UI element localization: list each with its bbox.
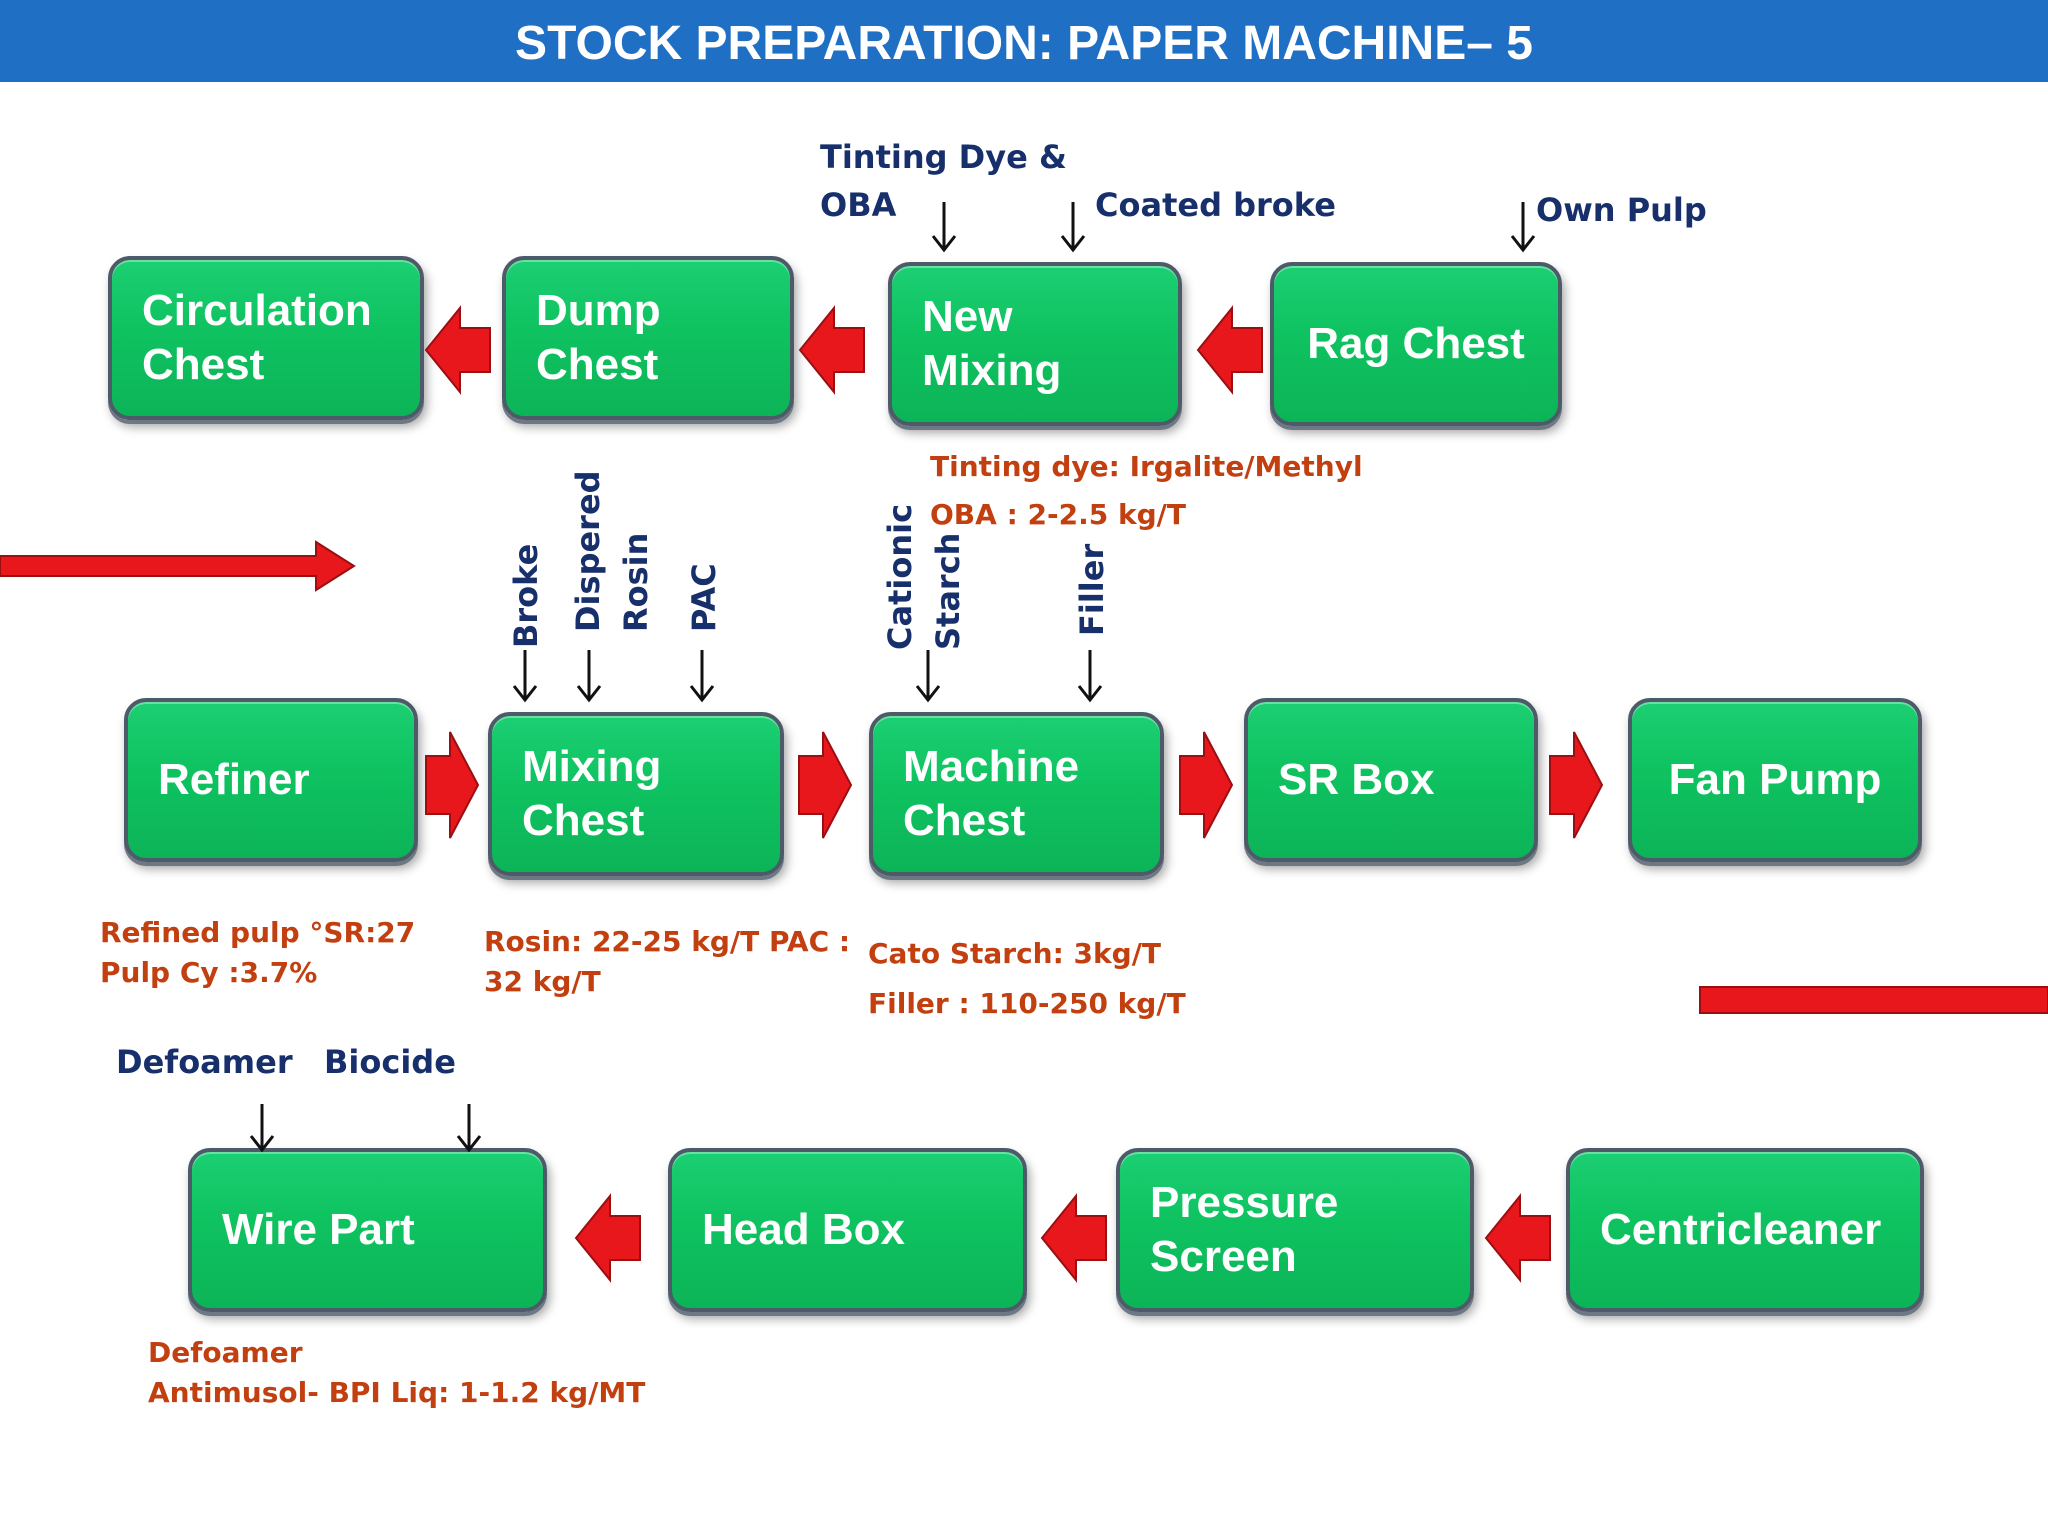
wire-part-note: Defoamer Antimusol- BPI Liq: 1-1.2 kg/MT [148,1336,646,1409]
row-connector-bar-icon [1699,986,2048,1014]
flow-arrow-right-4-icon [1549,731,1604,839]
rosin-label: Rosin [617,532,655,632]
down-arrow-filler-icon [1077,650,1103,703]
flow-arrow-right-3-icon [1179,731,1234,839]
own-pulp-label: Own Pulp [1536,191,1707,229]
circulation-chest-label: Circulation Chest [142,286,372,389]
centricleaner-label: Centricleaner [1600,1205,1882,1254]
starch-label: Starch [929,532,967,650]
wire-part-label: Wire Part [222,1205,415,1254]
flow-arrow-left-2-icon [798,305,865,395]
tinting-dye-oba-label: Tinting Dye & OBA [820,138,1067,224]
down-arrow-tinting-icon [931,202,957,253]
mixing-chest-note: Rosin: 22-25 kg/T PAC : 32 kg/T [484,925,851,998]
down-arrow-cationic-starch-icon [915,650,941,703]
head-box-box: Head Box [668,1148,1027,1312]
down-arrow-pac-icon [689,650,715,703]
refiner-label: Refiner [158,755,310,804]
down-arrow-biocide-icon [456,1104,482,1153]
machine-chest-note: Cato Starch: 3kg/T Filler : 110-250 kg/T [868,937,1186,1020]
centricleaner-box: Centricleaner [1566,1148,1924,1312]
dispered-label: Dispered [569,470,607,632]
refiner-box: Refiner [124,698,418,862]
new-mixing-box: New Mixing [888,262,1182,426]
head-box-label: Head Box [702,1205,905,1254]
new-mixing-note: Tinting dye: Irgalite/Methyl OBA : 2-2.5… [930,450,1363,531]
circulation-chest-box: Circulation Chest [108,256,424,420]
sr-box-label: SR Box [1278,755,1435,804]
pressure-screen-label: Pressure Screen [1150,1178,1339,1281]
down-arrow-broke-icon [512,650,538,703]
coated-broke-label: Coated broke [1095,186,1336,224]
mixing-chest-box: Mixing Chest [488,712,784,876]
refiner-note: Refined pulp °SR:27 Pulp Cy :3.7% [100,916,416,989]
cationic-label: Cationic [881,503,919,650]
machine-chest-label: Machine Chest [903,742,1080,845]
filler-label: Filler [1073,543,1111,636]
flow-arrow-left-5-icon [1040,1193,1107,1283]
mixing-chest-label: Mixing Chest [522,742,662,845]
dump-chest-box: Dump Chest [502,256,794,420]
title-bar [0,0,2048,82]
machine-chest-box: Machine Chest [869,712,1164,876]
sr-box-box: SR Box [1244,698,1538,862]
down-arrow-own-pulp-icon [1510,202,1536,253]
biocide-label: Biocide [324,1043,456,1081]
down-arrow-dispered-rosin-icon [576,650,602,703]
rag-chest-label: Rag Chest [1307,319,1525,368]
row-connector-arrow-right-icon [0,540,356,592]
fan-pump-box: Fan Pump [1628,698,1922,862]
flow-arrow-right-2-icon [798,731,853,839]
fan-pump-label: Fan Pump [1668,755,1882,804]
flow-arrow-right-1-icon [425,731,480,839]
page-title: STOCK PREPARATION: PAPER MACHINE– 5 [515,17,1533,70]
dump-chest-label: Dump Chest [536,286,661,389]
flow-arrow-left-4-icon [574,1193,641,1283]
flow-arrow-left-1-icon [424,305,491,395]
pressure-screen-box: Pressure Screen [1116,1148,1474,1312]
flow-arrow-left-3-icon [1196,305,1263,395]
down-arrow-coated-broke-icon [1060,202,1086,253]
broke-label: Broke [507,543,545,648]
flow-arrow-left-6-icon [1484,1193,1551,1283]
defoamer-label: Defoamer [116,1043,293,1081]
new-mixing-label: New Mixing [922,292,1062,395]
pac-label: PAC [685,563,723,632]
rag-chest-box: Rag Chest [1270,262,1562,426]
down-arrow-defoamer-icon [249,1104,275,1153]
wire-part-box: Wire Part [188,1148,547,1312]
